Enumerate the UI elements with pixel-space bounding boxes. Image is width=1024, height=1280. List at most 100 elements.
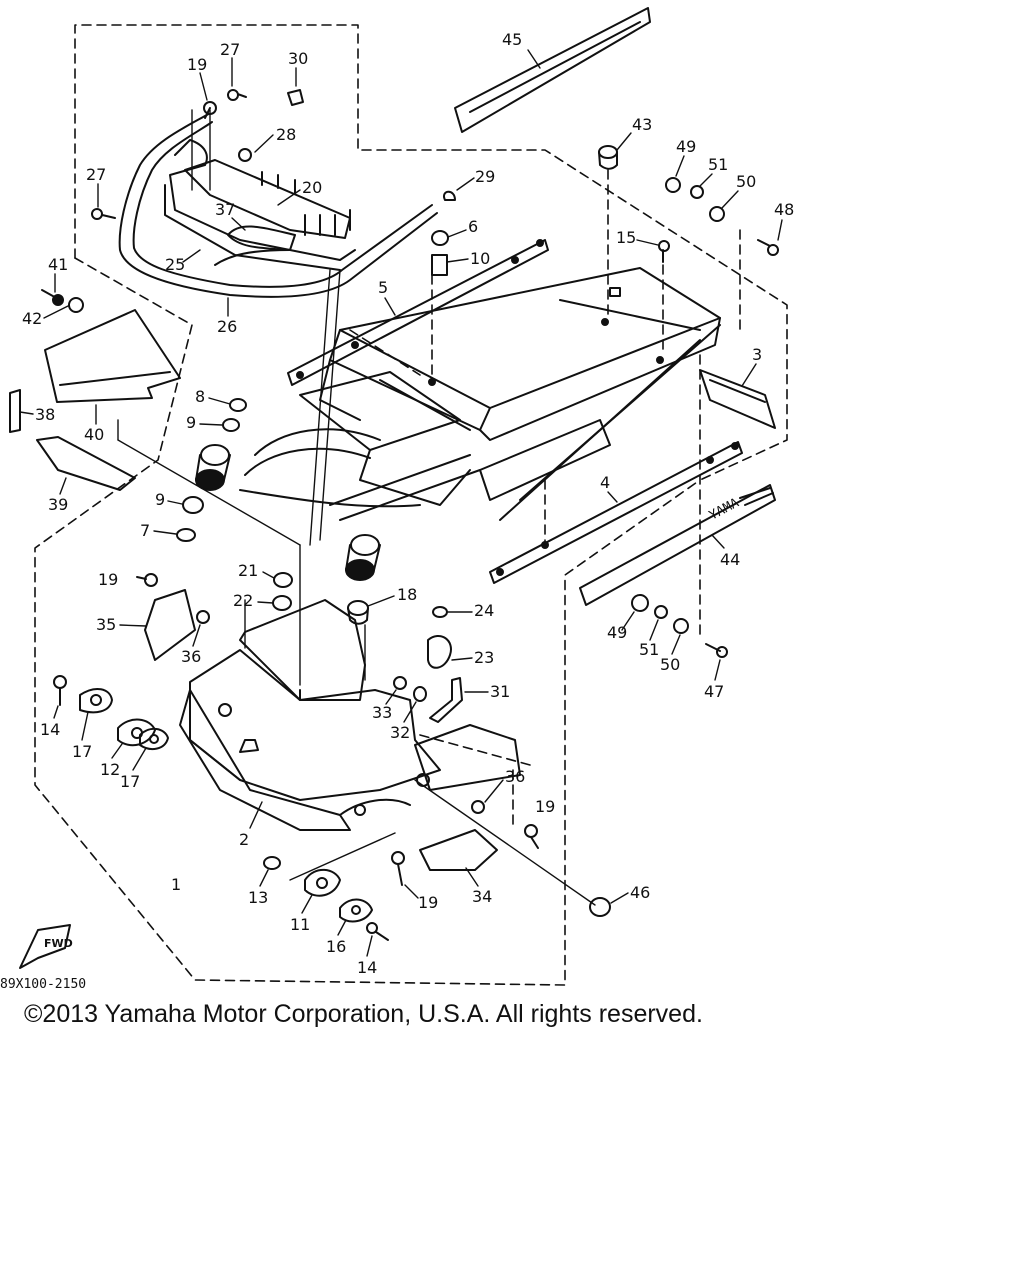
callout-42: 42 [22,309,42,328]
callout-13: 13 [248,888,268,907]
grommet-7 [176,528,196,542]
bolt-47 [705,643,728,658]
rivet-19-bottom [391,851,405,886]
svg-text:YAMA: YAMA [707,496,742,524]
callout-29: 29 [475,167,495,186]
callout-25: 25 [165,255,185,274]
washer-50-bottom [673,618,689,634]
callout-22: 22 [233,591,253,610]
copyright-notice: ©2013 Yamaha Motor Corporation, U.S.A. A… [24,1000,703,1028]
callout-1: 1 [171,875,181,894]
bracket-35 [144,589,196,661]
callout-50-top: 50 [736,172,756,191]
rail-5 [287,239,549,386]
clip-28 [238,148,252,162]
group-boundary-upper [34,24,788,986]
washer-51-top [690,185,704,199]
callout-31: 31 [490,682,510,701]
nut-49-bottom [631,594,649,612]
bracket-16 [339,898,373,923]
alignment-lines [349,169,741,831]
bracket-11 [304,868,341,897]
grommet-9-bottom [182,496,204,514]
callout-19-right: 19 [535,797,555,816]
callout-37: 37 [215,200,235,219]
callout-51-bottom: 51 [639,640,659,659]
cap-43 [598,145,618,170]
callout-3: 3 [752,345,762,364]
callout-50-bottom: 50 [660,655,680,674]
callout-23: 23 [474,648,494,667]
callout-44: 44 [720,550,740,569]
nut-33 [393,676,407,690]
callout-21: 21 [238,561,258,580]
callout-49-top: 49 [676,137,696,156]
washer-32 [413,686,427,702]
fwd-arrow-icon: FWD [19,924,73,969]
nut-49-top [665,177,681,193]
plate-39 [36,436,136,491]
panel-40 [44,309,181,403]
callout-19-bottom: 19 [418,893,438,912]
callout-35: 35 [96,615,116,634]
main-frame [239,267,721,521]
callout-14-left: 14 [40,720,60,739]
callout-41: 41 [48,255,68,274]
grommet-9-top [222,418,240,432]
cap-46 [589,897,611,917]
bolt-41 [41,289,64,306]
clip-29 [443,190,456,201]
callout-26: 26 [217,317,237,336]
callout-43: 43 [632,115,652,134]
trim-strip-45 [454,7,651,133]
parts-exploded-diagram: YAMA [0,7,794,992]
grommet-36-right [471,800,485,814]
bracket-34 [419,829,498,871]
callout-47: 47 [704,682,724,701]
callout-14-bottom: 14 [357,958,377,977]
callout-40: 40 [84,425,104,444]
callout-34: 34 [472,887,492,906]
callout-19-top: 19 [187,55,207,74]
skid-plate-assembly [179,599,521,831]
bolt-15 [658,240,670,263]
bolt-48 [757,239,779,256]
callout-27-top: 27 [220,40,240,59]
callouts: 45 27 19 30 28 43 49 51 50 48 27 20 2 [19,30,794,977]
washer-21 [273,572,293,588]
fwd-label: FWD [44,937,73,950]
nut-13 [263,856,281,870]
bracket-12 [117,718,156,747]
callout-12: 12 [100,760,120,779]
plate-38 [9,389,21,433]
callout-8: 8 [195,387,205,406]
rivet-19-left [136,573,158,587]
bumper-assembly [118,111,438,298]
callout-7: 7 [140,521,150,540]
bracket-31 [429,677,463,723]
callout-4: 4 [600,473,610,492]
nut-22 [272,595,292,611]
callout-36-right: 36 [505,767,525,786]
callout-39: 39 [48,495,68,514]
callout-49-bottom: 49 [607,623,627,642]
callout-27-left: 27 [86,165,106,184]
decal-strip-44: YAMA [579,484,776,606]
bracket-23 [427,635,452,669]
bracket-3 [699,369,776,429]
grommet-8 [229,398,247,412]
callout-45: 45 [502,30,522,49]
callout-19-left: 19 [98,570,118,589]
callout-10: 10 [470,249,490,268]
callout-20: 20 [302,178,322,197]
callout-38: 38 [35,405,55,424]
washer-24 [432,606,448,618]
callout-46: 46 [630,883,650,902]
callout-32: 32 [390,723,410,742]
callout-48: 48 [774,200,794,219]
rivet-19-top [203,101,217,119]
callout-16: 16 [326,937,346,956]
callout-30: 30 [288,49,308,68]
callout-5: 5 [378,278,388,297]
callout-2: 2 [239,830,249,849]
